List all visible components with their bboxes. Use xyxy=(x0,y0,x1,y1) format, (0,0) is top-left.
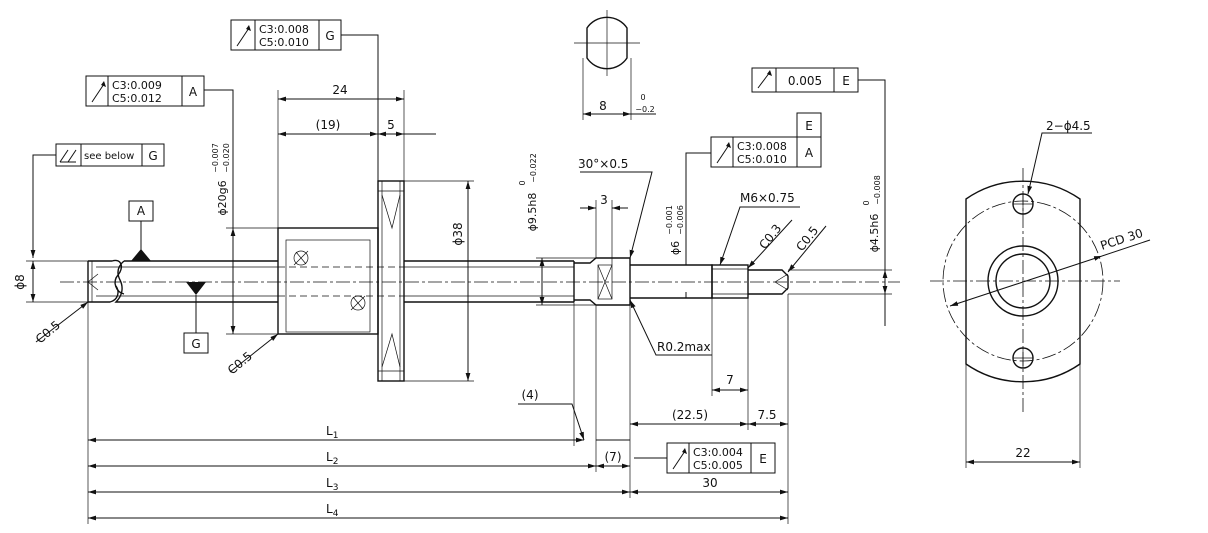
svg-text:(4): (4) xyxy=(522,388,539,402)
svg-text:22: 22 xyxy=(1015,446,1030,460)
svg-text:7.5: 7.5 xyxy=(757,408,776,422)
svg-text:0: 0 xyxy=(862,200,871,205)
svg-text:8: 8 xyxy=(599,99,607,113)
svg-text:ϕ20g6: ϕ20g6 xyxy=(216,180,229,215)
svg-text:A: A xyxy=(189,85,198,99)
svg-text:E: E xyxy=(842,74,850,88)
dim-chamfer-30: 30°×0.5 xyxy=(578,157,653,259)
dim-38: ϕ38 xyxy=(404,180,474,382)
svg-text:R0.2max: R0.2max xyxy=(657,340,711,354)
step-runout-frame: C3:0.008 C5:0.010 A E xyxy=(685,112,822,265)
svg-text:ϕ4.5h6: ϕ4.5h6 xyxy=(868,214,881,253)
svg-text:0: 0 xyxy=(518,180,527,185)
dim-3: 3 xyxy=(580,193,628,265)
dim-8: ϕ8 xyxy=(13,260,88,303)
datum-g-marker: G xyxy=(183,282,209,354)
svg-text:E: E xyxy=(759,452,767,466)
svg-text:2−ϕ4.5: 2−ϕ4.5 xyxy=(1046,119,1091,133)
svg-text:−0.020: −0.020 xyxy=(222,143,231,173)
ball-nut xyxy=(277,227,379,335)
dim-L3: L3 30 xyxy=(88,476,788,495)
svg-text:C5:0.005: C5:0.005 xyxy=(693,459,743,472)
dim-L1: L1 xyxy=(87,302,630,524)
svg-text:ϕ38: ϕ38 xyxy=(451,222,465,245)
dim-7: 7 xyxy=(711,294,749,396)
flange-front-view: PCD 30 2−ϕ4.5 22 xyxy=(930,119,1151,468)
svg-text:L3: L3 xyxy=(326,476,338,493)
svg-text:C0.3: C0.3 xyxy=(756,222,784,252)
svg-text:ϕ9.5h8: ϕ9.5h8 xyxy=(526,193,539,232)
dim-4-5: ϕ4.5h6 0 −0.008 xyxy=(788,175,892,295)
svg-text:G: G xyxy=(325,29,334,43)
dim-L4: L4 xyxy=(88,502,788,521)
svg-text:E: E xyxy=(805,119,813,133)
svg-text:C5:0.012: C5:0.012 xyxy=(112,92,162,105)
shaft-end-section: 8 0 −0.2 xyxy=(574,10,656,120)
svg-text:−0.2: −0.2 xyxy=(635,105,654,114)
dim-24: 24 xyxy=(277,83,405,228)
svg-text:3: 3 xyxy=(600,193,608,207)
dim-c0-5-right: C0.5 xyxy=(787,224,827,273)
dim-9-5: ϕ9.5h8 0 −0.022 xyxy=(518,153,596,306)
nut-runout-frame: C3:0.008 C5:0.010 G xyxy=(230,19,379,181)
svg-text:C0.5: C0.5 xyxy=(225,349,255,377)
bottom-runout-frame: C3:0.004 C5:0.005 E xyxy=(634,442,776,474)
svg-text:C3:0.009: C3:0.009 xyxy=(112,79,162,92)
svg-text:30°×0.5: 30°×0.5 xyxy=(578,157,628,171)
svg-text:see below: see below xyxy=(84,151,134,162)
shaft-runout-frame: see below G xyxy=(30,143,165,258)
svg-text:−0.022: −0.022 xyxy=(529,153,538,183)
svg-text:A: A xyxy=(805,146,814,160)
svg-text:PCD 30: PCD 30 xyxy=(1099,226,1145,253)
svg-text:L4: L4 xyxy=(326,502,339,519)
shaft-outline xyxy=(87,257,789,306)
svg-text:C5:0.010: C5:0.010 xyxy=(259,36,309,49)
dim-c0-5-nut: C0.5 xyxy=(225,333,279,377)
flange-runout-frame: C3:0.009 C5:0.012 A xyxy=(85,75,234,228)
dim-22-5-and-7-5: (22.5) 7.5 xyxy=(629,294,789,524)
svg-text:24: 24 xyxy=(332,83,347,97)
svg-text:C3:0.008: C3:0.008 xyxy=(737,140,787,153)
svg-text:C3:0.008: C3:0.008 xyxy=(259,23,309,36)
svg-text:5: 5 xyxy=(387,118,395,132)
dim-20: ϕ20g6 −0.007 −0.020 xyxy=(211,143,278,335)
end-runout-frame: 0.005 E xyxy=(751,67,886,326)
svg-text:G: G xyxy=(191,337,200,351)
dim-r0-2: R0.2max xyxy=(629,299,712,356)
dim-4: (4) xyxy=(518,302,597,472)
svg-text:−0.001: −0.001 xyxy=(665,205,674,235)
svg-text:−0.007: −0.007 xyxy=(211,143,220,173)
svg-text:(22.5): (22.5) xyxy=(672,408,708,422)
svg-text:ϕ8: ϕ8 xyxy=(13,274,27,290)
svg-text:ϕ6: ϕ6 xyxy=(669,241,682,255)
svg-text:0.005: 0.005 xyxy=(788,74,822,88)
dim-c0-3: C0.3 xyxy=(747,219,793,269)
svg-text:C0.5: C0.5 xyxy=(33,318,63,346)
svg-text:−0.006: −0.006 xyxy=(676,205,685,235)
svg-text:−0.008: −0.008 xyxy=(873,175,882,205)
svg-text:(19): (19) xyxy=(316,118,341,132)
svg-text:30: 30 xyxy=(702,476,717,490)
svg-text:0: 0 xyxy=(640,93,645,102)
svg-text:7: 7 xyxy=(726,373,734,387)
svg-text:L2: L2 xyxy=(326,450,338,467)
dim-6: ϕ6 −0.001 −0.006 xyxy=(665,205,687,298)
dim-c0-5-left: C0.5 xyxy=(33,301,89,346)
svg-text:C5:0.010: C5:0.010 xyxy=(737,153,787,166)
svg-text:L1: L1 xyxy=(326,424,338,441)
dim-m6-thread: M6×0.75 xyxy=(719,191,800,266)
svg-text:(7): (7) xyxy=(605,450,622,464)
datum-a-marker: A xyxy=(128,200,154,261)
dim-19-and-5: (19) 5 xyxy=(278,118,436,137)
svg-text:M6×0.75: M6×0.75 xyxy=(740,191,795,205)
dim-L2: L2 (7) xyxy=(88,450,630,469)
svg-text:A: A xyxy=(137,204,146,218)
nut-flange xyxy=(377,180,405,382)
svg-text:G: G xyxy=(148,149,157,163)
svg-text:C3:0.004: C3:0.004 xyxy=(693,446,743,459)
